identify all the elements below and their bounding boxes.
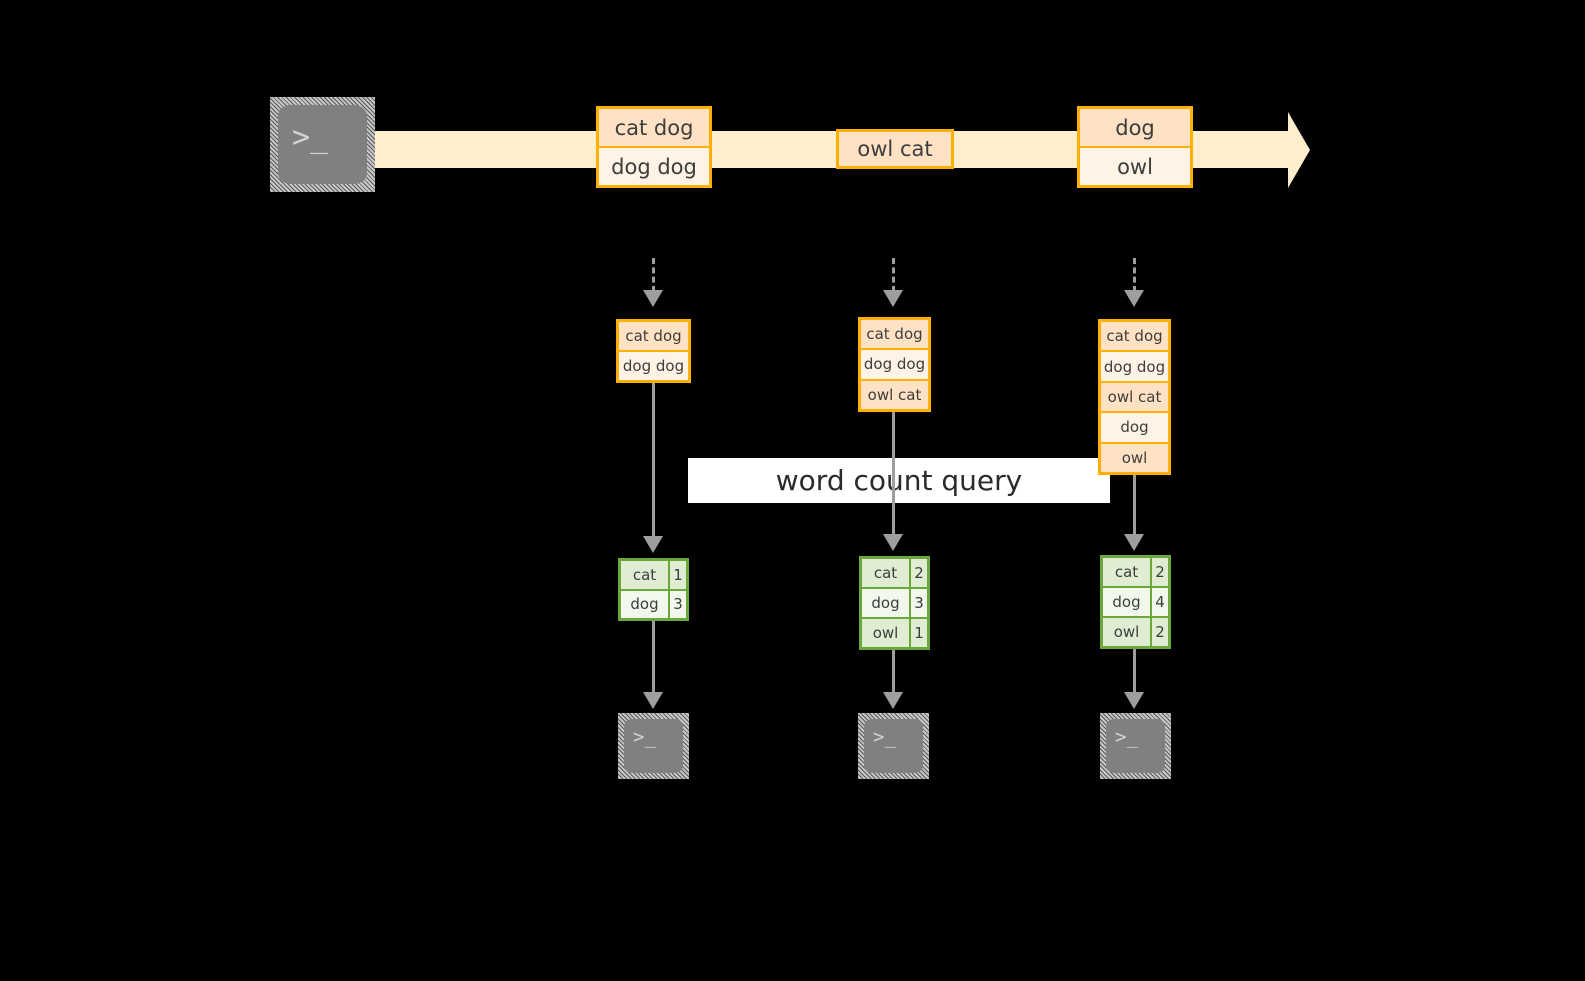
result-to-sink-connector — [1133, 649, 1136, 694]
result-to-sink-connector — [652, 621, 655, 694]
source-terminal-icon[interactable]: >_ — [270, 97, 375, 192]
result-count: 3 — [909, 589, 927, 617]
stream-record-row: owl cat — [839, 132, 951, 166]
result-word: dog — [621, 590, 668, 618]
result-count: 1 — [668, 561, 686, 589]
result-word: owl — [1103, 618, 1150, 646]
input-stack: cat dog dog dog owl cat dog owl — [1098, 319, 1171, 475]
input-stack-row: dog — [1101, 411, 1168, 442]
stream-to-stack-arrowhead — [643, 290, 663, 307]
stack-to-result-connector — [892, 412, 895, 536]
input-stack: cat dog dog dog — [616, 319, 691, 383]
input-stack-row: cat dog — [619, 322, 688, 350]
stack-to-result-connector — [1133, 475, 1136, 536]
stream-arrowhead — [1288, 112, 1310, 188]
stream-record: cat dog dog dog — [596, 106, 712, 188]
result-to-sink-arrowhead — [1124, 692, 1144, 709]
input-stack-row: owl cat — [861, 378, 928, 409]
terminal-prompt-glyph: >_ — [292, 120, 329, 155]
result-word: dog — [1103, 588, 1150, 616]
input-stack-row: cat dog — [1101, 322, 1168, 351]
input-stack-row: dog dog — [861, 348, 928, 379]
result-row: owl 2 — [1103, 616, 1168, 646]
stream-record-row: dog — [1080, 109, 1190, 146]
terminal-screen — [864, 719, 923, 773]
sink-terminal-icon[interactable]: >_ — [858, 713, 929, 779]
sink-terminal-icon[interactable]: >_ — [1100, 713, 1171, 779]
result-row: owl 1 — [862, 617, 927, 647]
stream-to-stack-connector — [1133, 258, 1136, 292]
input-stack-row: owl — [1101, 441, 1168, 473]
result-row: cat 1 — [621, 561, 686, 589]
stream-to-stack-connector — [892, 258, 895, 292]
stack-to-result-arrowhead — [883, 534, 903, 551]
result-word: cat — [1103, 558, 1150, 586]
terminal-screen — [624, 719, 683, 773]
result-count: 2 — [1150, 618, 1168, 646]
stream-to-stack-arrowhead — [1124, 290, 1144, 307]
result-word: dog — [862, 589, 909, 617]
input-stack-row: cat dog — [861, 320, 928, 349]
result-word: cat — [862, 559, 909, 587]
result-count: 4 — [1150, 588, 1168, 616]
result-word: owl — [862, 619, 909, 647]
result-count: 1 — [909, 619, 927, 647]
stream-record-row: cat dog — [599, 109, 709, 146]
input-stack-row: owl cat — [1101, 380, 1168, 412]
stack-to-result-arrowhead — [643, 536, 663, 553]
result-count: 3 — [668, 590, 686, 618]
stream-record: owl cat — [836, 129, 954, 169]
stack-to-result-connector — [652, 383, 655, 538]
result-count: 2 — [909, 559, 927, 587]
result-row: cat 2 — [1103, 558, 1168, 586]
query-label-text: word count query — [775, 464, 1023, 497]
terminal-screen — [278, 105, 367, 184]
stream-to-stack-arrowhead — [883, 290, 903, 307]
result-table: cat 2 dog 4 owl 2 — [1100, 555, 1171, 649]
terminal-screen — [1106, 719, 1165, 773]
result-table: cat 2 dog 3 owl 1 — [859, 556, 930, 650]
result-table: cat 1 dog 3 — [618, 558, 689, 621]
result-row: dog 4 — [1103, 586, 1168, 616]
terminal-prompt-glyph: >_ — [873, 726, 896, 748]
sink-terminal-icon[interactable]: >_ — [618, 713, 689, 779]
terminal-prompt-glyph: >_ — [1115, 726, 1138, 748]
input-stack-row: dog dog — [1101, 350, 1168, 381]
result-to-sink-arrowhead — [883, 692, 903, 709]
result-row: dog 3 — [621, 588, 686, 618]
stream-record-row: owl — [1080, 146, 1190, 185]
terminal-prompt-glyph: >_ — [633, 726, 656, 748]
input-stack: cat dog dog dog owl cat — [858, 317, 931, 412]
result-row: cat 2 — [862, 559, 927, 587]
input-stack-row: dog dog — [619, 350, 688, 380]
stack-to-result-arrowhead — [1124, 534, 1144, 551]
stream-to-stack-connector — [652, 258, 655, 292]
result-count: 2 — [1150, 558, 1168, 586]
result-word: cat — [621, 561, 668, 589]
result-to-sink-connector — [892, 650, 895, 694]
stream-record: dog owl — [1077, 106, 1193, 188]
stream-record-row: dog dog — [599, 146, 709, 185]
result-to-sink-arrowhead — [643, 692, 663, 709]
query-label: word count query — [688, 458, 1110, 503]
result-row: dog 3 — [862, 587, 927, 617]
